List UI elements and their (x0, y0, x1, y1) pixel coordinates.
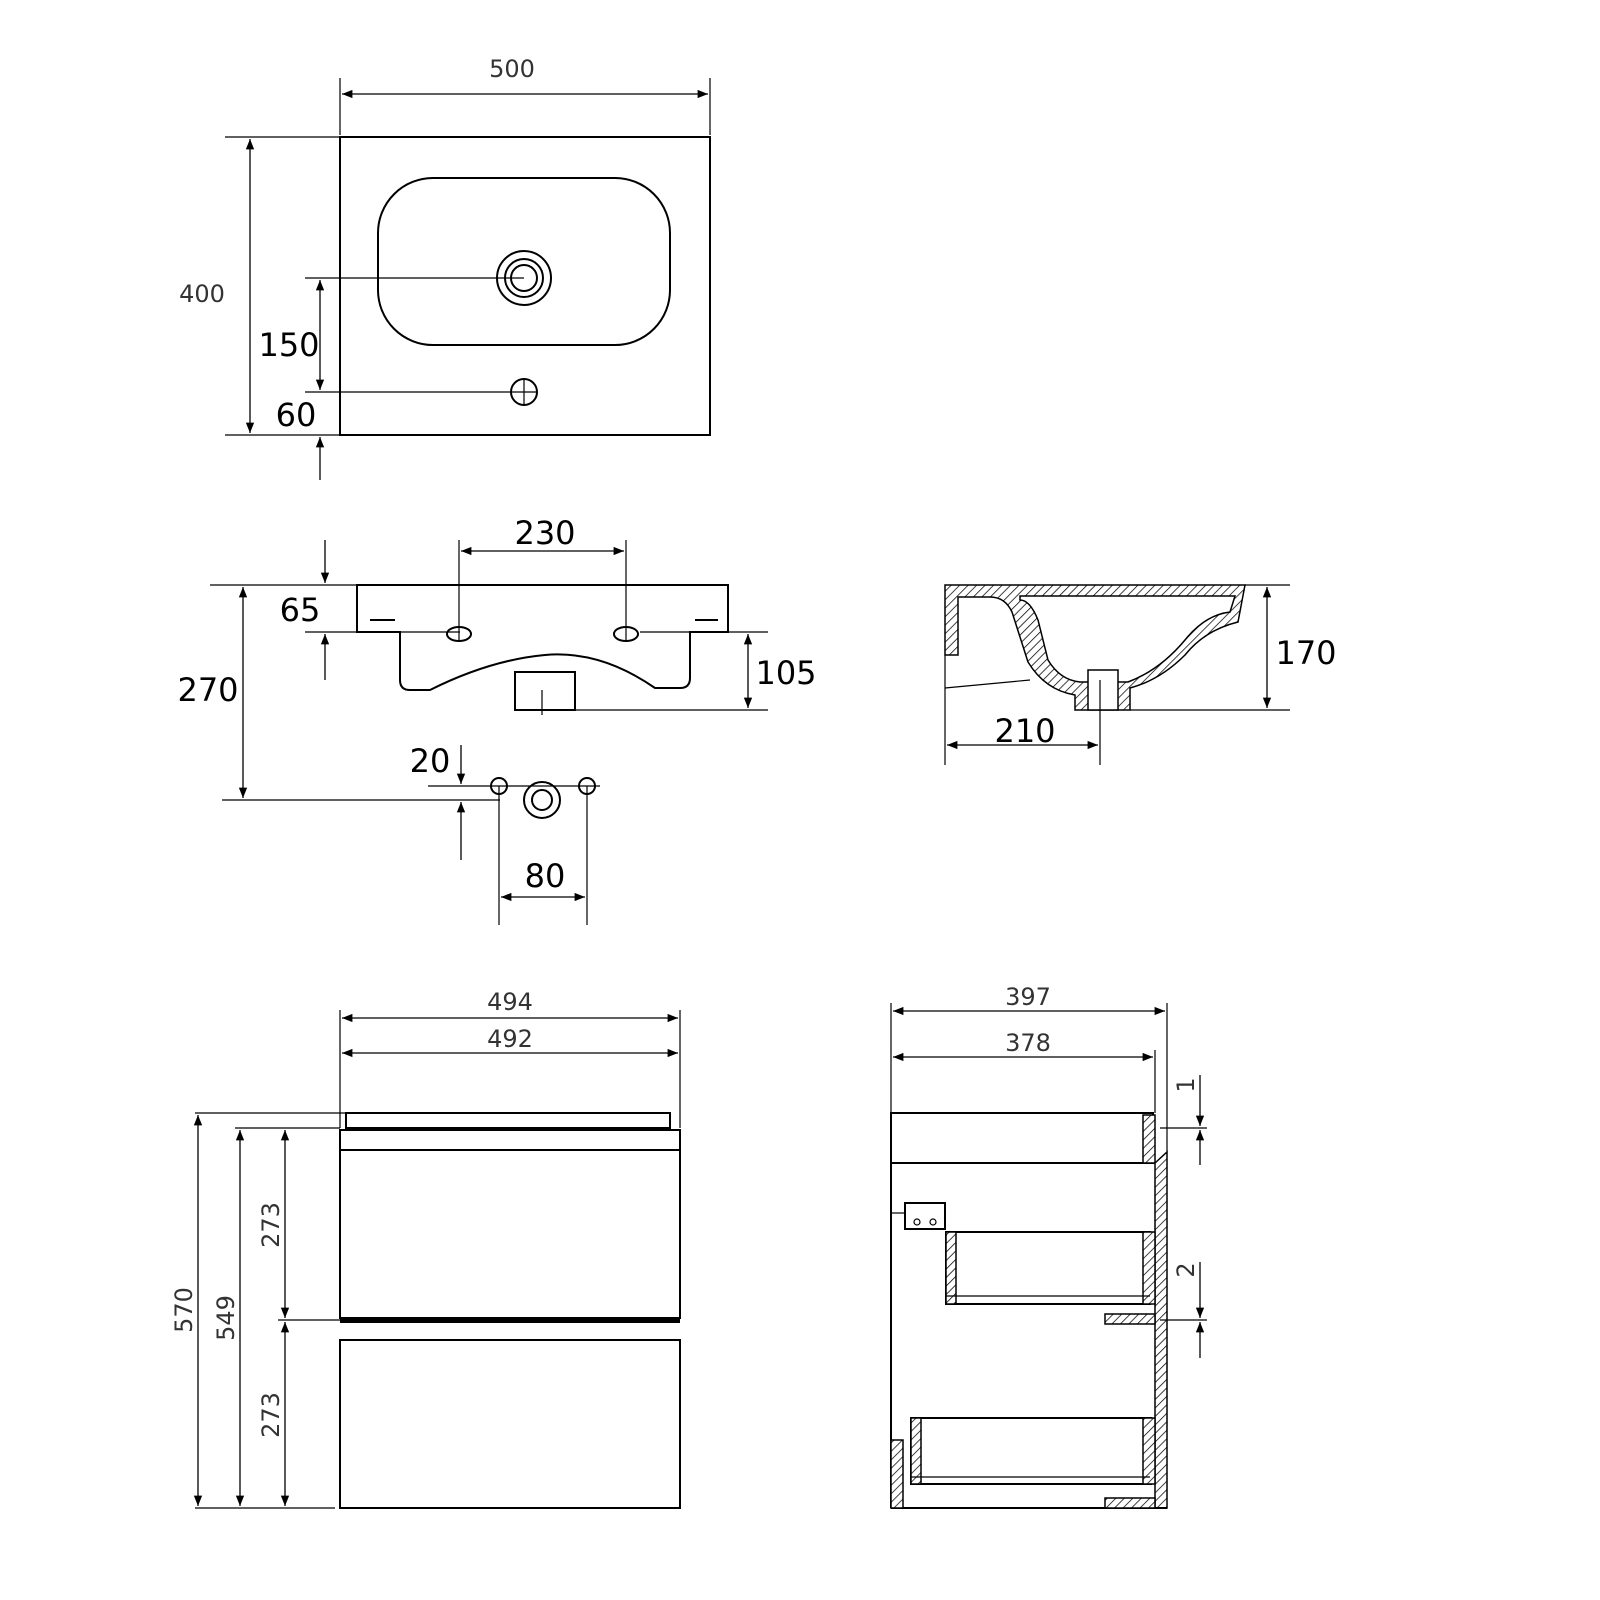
cabinet-side-view: 397 378 1 2 (890, 983, 1207, 1509)
dim-width: 500 (489, 55, 535, 83)
dim-depth-inner: 378 (1005, 1029, 1051, 1057)
dim-hole-spacing: 230 (514, 514, 575, 552)
dim-drain-offset: 150 (258, 326, 319, 364)
sink-top-view: 500 400 150 60 (179, 55, 711, 480)
sink-front-view: 230 65 270 105 20 80 (177, 514, 817, 925)
dim-width-inner: 492 (487, 1025, 533, 1053)
dim-depth-outer: 397 (1005, 983, 1051, 1011)
dim-drawer-top: 273 (257, 1202, 285, 1248)
dim-height-body: 549 (212, 1295, 240, 1341)
dim-depth: 400 (179, 280, 225, 308)
dim-pipe-offset: 20 (410, 742, 451, 780)
sink-section-view: 170 210 (944, 584, 1337, 765)
dim-drain-depth: 210 (994, 712, 1055, 750)
dim-gap-top: 1 (1172, 1077, 1200, 1092)
dim-section-height: 170 (1275, 634, 1336, 672)
dim-drain-height: 105 (755, 654, 816, 692)
dim-width-outer: 494 (487, 988, 533, 1016)
dim-drawer-bottom: 273 (257, 1392, 285, 1438)
dim-pipe-spacing: 80 (525, 857, 566, 895)
dim-gap-mid: 2 (1172, 1262, 1200, 1277)
dim-hole-height: 65 (280, 591, 321, 629)
dim-height-total: 570 (170, 1287, 198, 1333)
dim-tap-offset: 60 (276, 396, 317, 434)
cabinet-front-view: 494 492 570 549 273 273 (170, 988, 681, 1509)
dim-total-height: 270 (177, 671, 238, 709)
